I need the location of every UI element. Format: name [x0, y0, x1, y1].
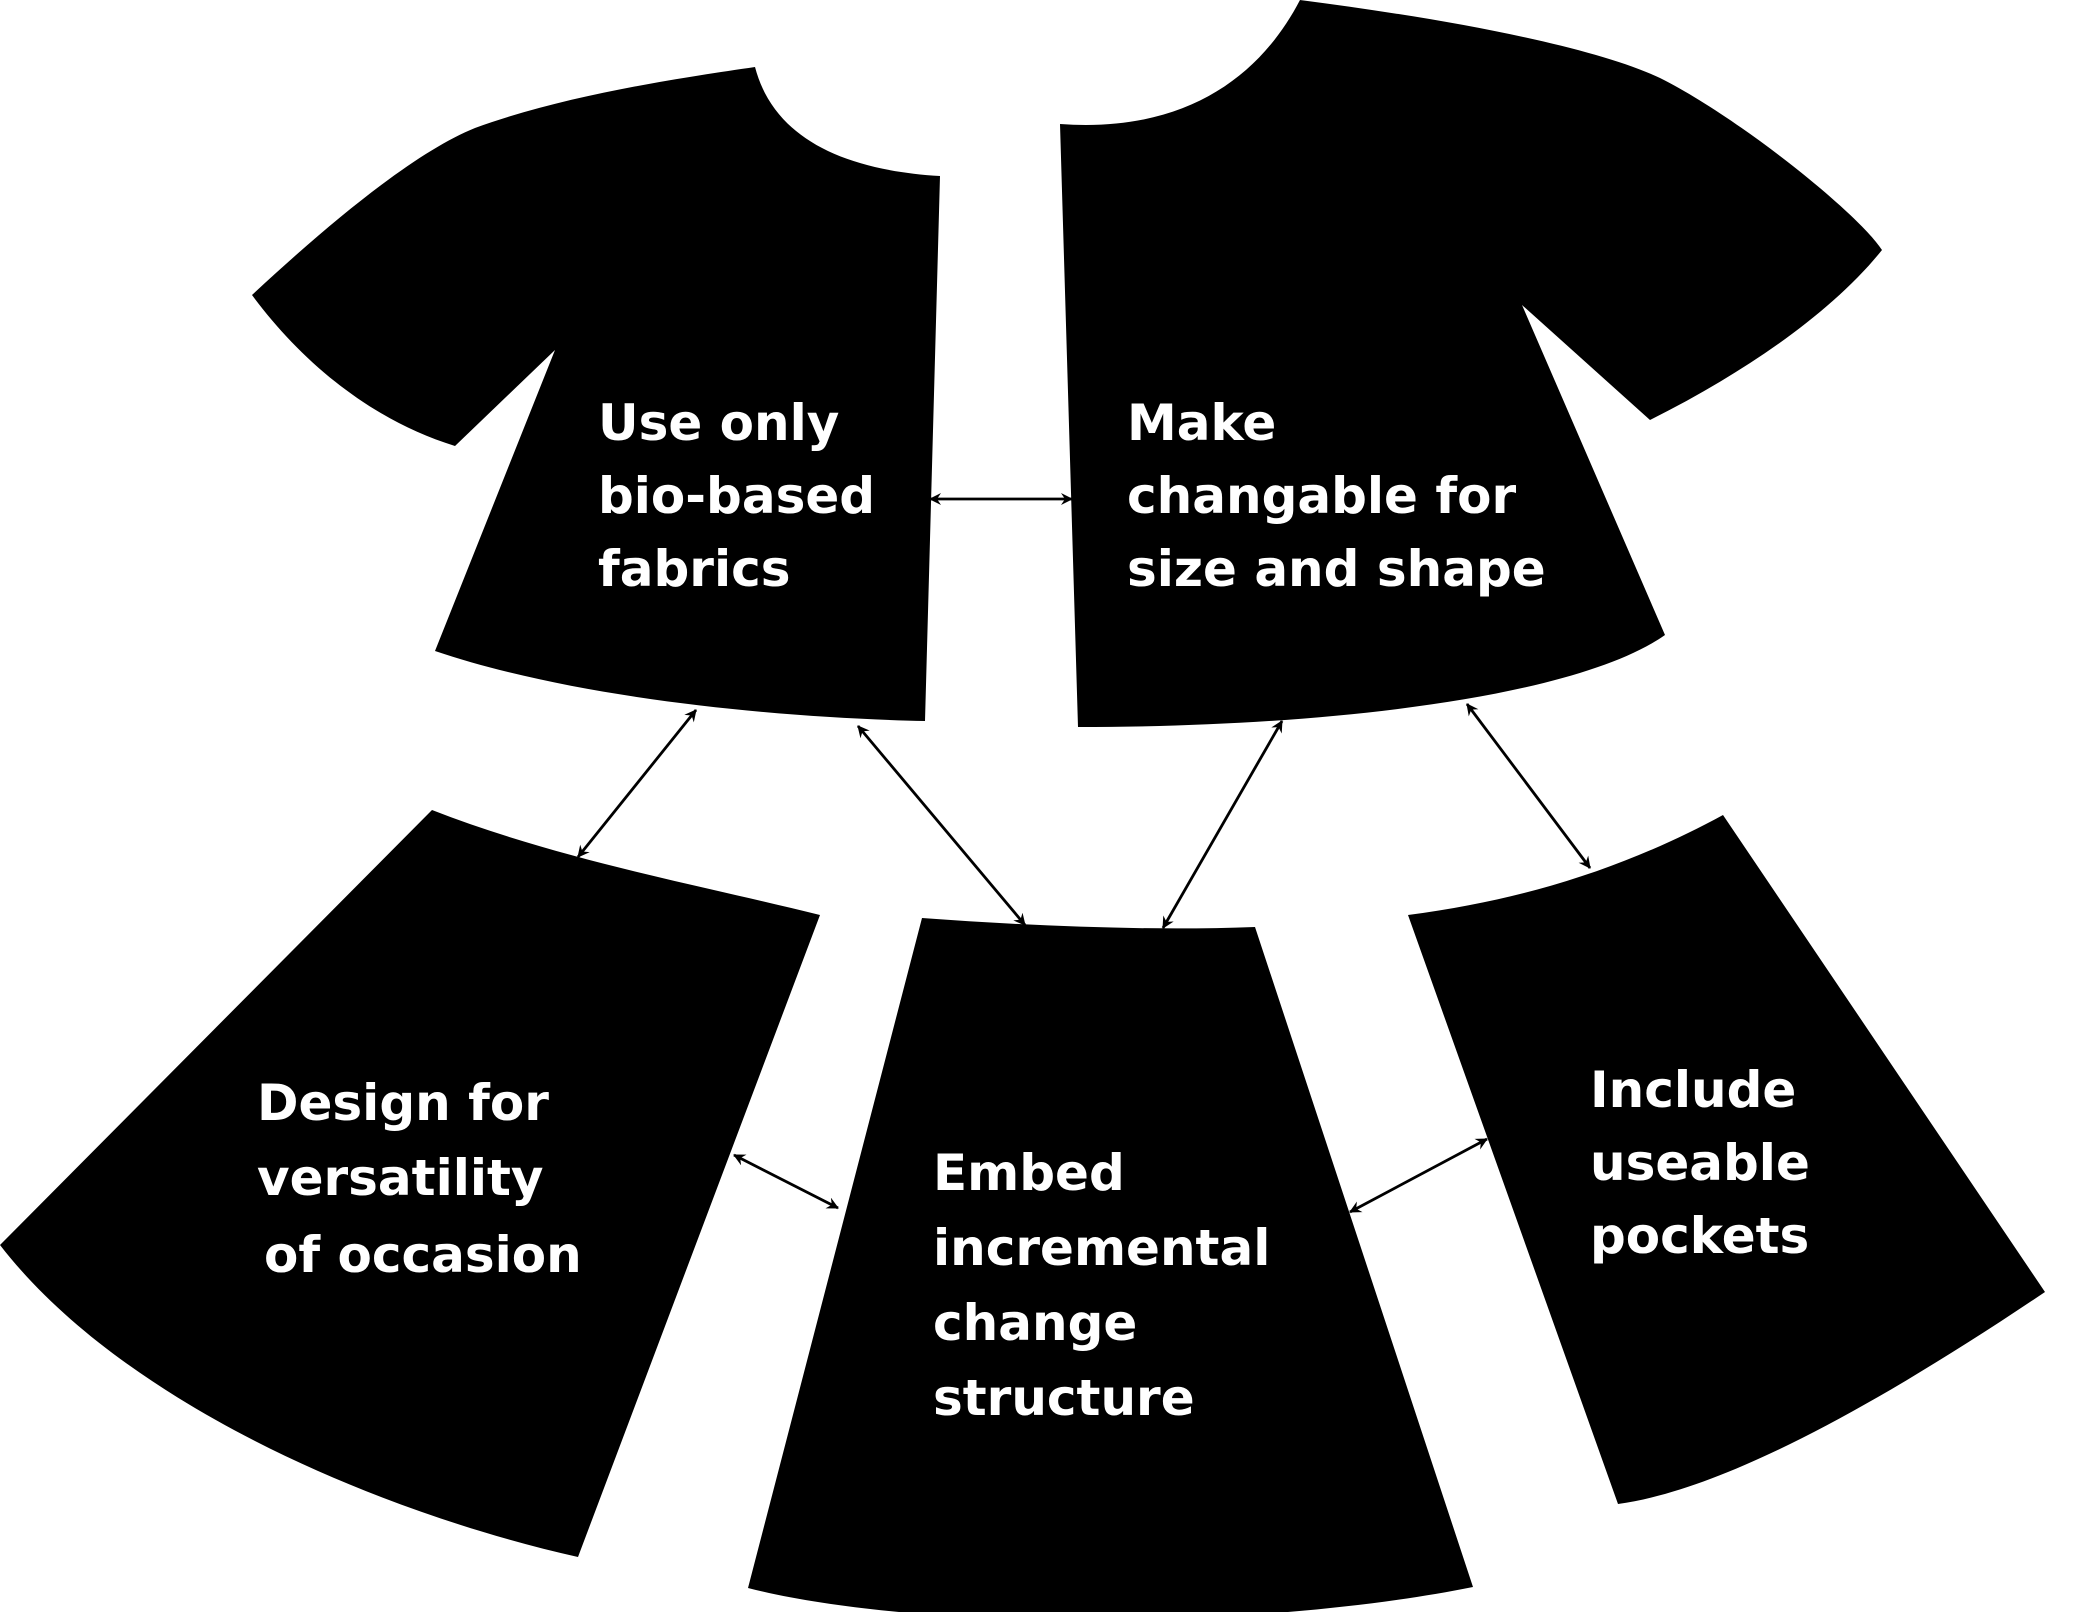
- node-changeable-label: Make changable for size and shape: [1127, 394, 1546, 598]
- node-versatility-label: Design for versatility of occasion: [257, 1074, 582, 1284]
- edge-changeable-pockets: [1465, 703, 1592, 869]
- edge-versatility-incremental: [733, 1153, 839, 1210]
- edge-incremental-pockets: [1349, 1137, 1488, 1214]
- edge-bio-fabrics-incremental: [856, 725, 1027, 926]
- edge-changeable-incremental: [1161, 720, 1284, 929]
- node-pockets-shape: [1408, 815, 2045, 1504]
- node-changeable-shape: [1060, 0, 1882, 727]
- node-incremental-shape: [748, 918, 1473, 1612]
- node-versatility-shape: [0, 810, 820, 1557]
- edge-bio-fabrics-versatility: [576, 709, 698, 858]
- connectors: [576, 493, 1592, 1214]
- node-incremental-label: Embed incremental change structure: [933, 1144, 1288, 1427]
- node-pockets-label: Include useable pockets: [1590, 1061, 1827, 1265]
- node-bio-fabrics-shape: [252, 67, 940, 721]
- node-bio-fabrics-label: Use only bio-based fabrics: [598, 394, 892, 598]
